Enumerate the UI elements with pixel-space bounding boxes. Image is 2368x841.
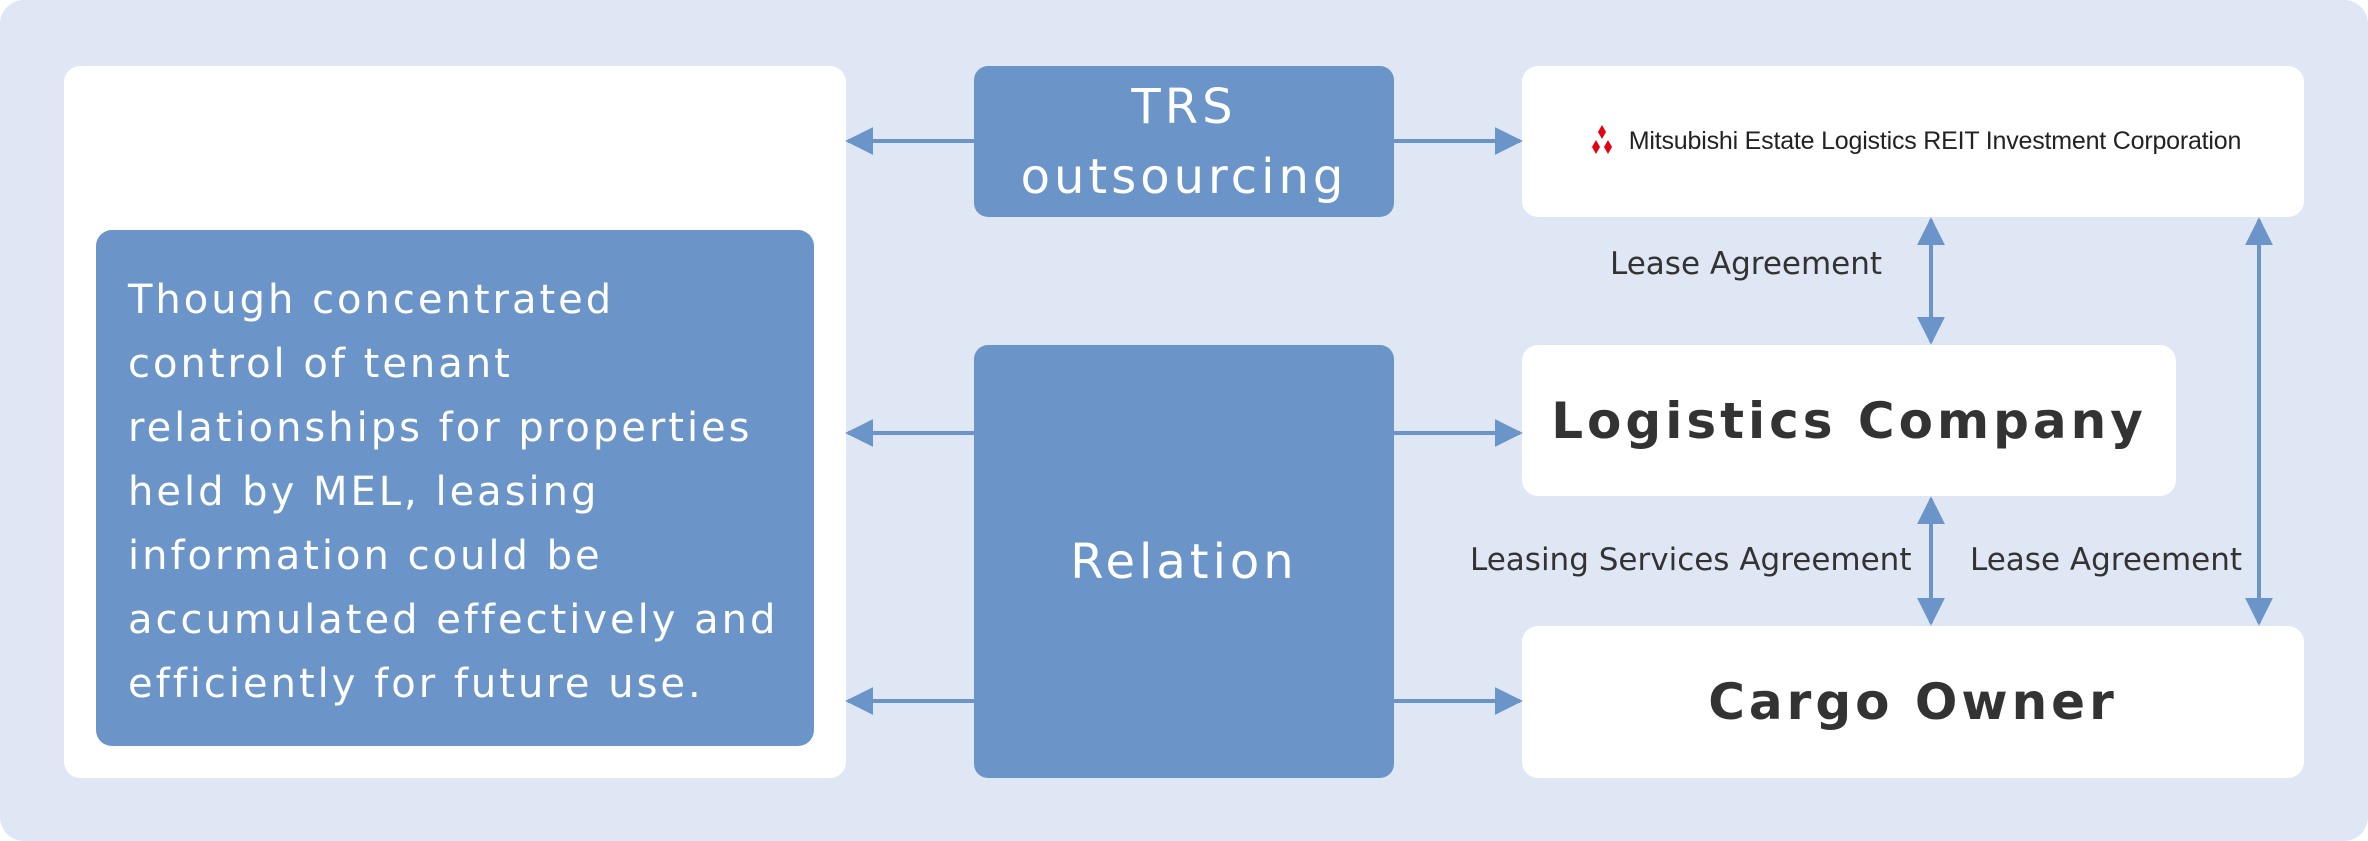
note-line: Though concentrated: [128, 277, 615, 323]
relation-box: Relation: [974, 345, 1394, 778]
note-line: accumulated effectively and: [128, 597, 779, 643]
logistics-company-box: Logistics Company: [1522, 345, 2176, 496]
note-line: relationships for properties: [128, 405, 753, 451]
trs-line-2: outsourcing: [1020, 148, 1348, 205]
note-box: Though concentrated control of tenant re…: [96, 230, 814, 746]
note-line: control of tenant: [128, 341, 513, 387]
mitsubishi-logo-icon: [1585, 124, 1619, 159]
relation-label: Relation: [1070, 533, 1298, 590]
lease-agreement-label: Lease Agreement: [1610, 246, 1883, 282]
trs-line-1: TRS: [1131, 78, 1237, 135]
note-line: information could be: [128, 533, 603, 579]
note-line: held by MEL, leasing: [128, 469, 600, 515]
note-line: efficiently for future use.: [128, 661, 704, 707]
note-text: Though concentrated control of tenant re…: [128, 268, 814, 716]
cargo-owner-box: Cargo Owner: [1522, 626, 2304, 778]
reit-name: Mitsubishi Estate Logistics REIT Investm…: [1628, 127, 2242, 155]
leasing-services-agreement-label: Leasing Services Agreement: [1470, 542, 1912, 578]
cargo-owner-label: Cargo Owner: [1708, 673, 2118, 731]
lease-agreement-right-label: Lease Agreement: [1970, 542, 2243, 578]
reit-box: Mitsubishi Estate Logistics REIT Investm…: [1522, 66, 2304, 217]
logistics-company-label: Logistics Company: [1551, 391, 2147, 450]
trs-outsourcing-box: TRS outsourcing: [974, 66, 1394, 217]
